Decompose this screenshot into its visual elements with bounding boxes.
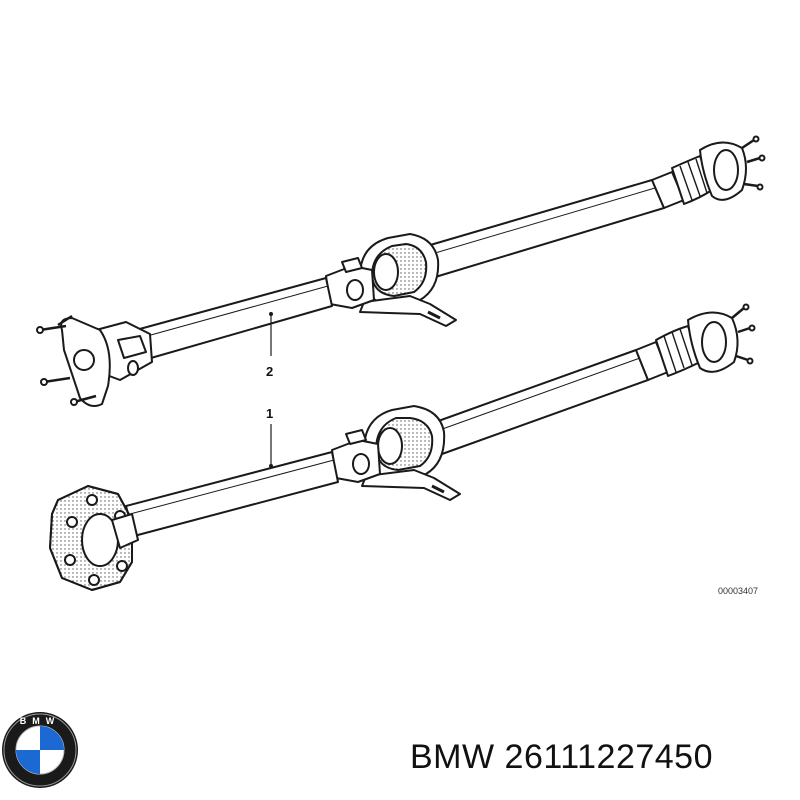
callout-label-2: 2 (266, 364, 273, 379)
lower-rear-cv-boot (655, 303, 756, 377)
lower-rear-tube (429, 349, 649, 455)
upper-center-ujoint (325, 257, 375, 309)
upper-rear-cv-boot (671, 135, 766, 205)
lower-center-bearing (361, 405, 461, 501)
bmw-logo: BMW (2, 712, 78, 788)
driveshaft-upper (36, 135, 766, 407)
part-title: BMW 26111227450 (410, 738, 713, 776)
lower-center-ujoint (331, 429, 381, 483)
upper-front-tube (135, 277, 333, 361)
lower-flex-disc (49, 485, 139, 591)
callout-label-1: 1 (266, 406, 273, 421)
upper-center-bearing (359, 233, 457, 327)
upper-rear-tube (419, 179, 665, 279)
callout-1: 1 (266, 406, 273, 468)
lower-front-tube (125, 451, 339, 537)
callout-2: 2 (266, 312, 273, 379)
driveshaft-lower (49, 303, 756, 591)
drawing-reference-code: 00003407 (718, 586, 758, 596)
bmw-logo-letters: BMW (20, 716, 61, 726)
upper-front-flange (36, 314, 153, 407)
